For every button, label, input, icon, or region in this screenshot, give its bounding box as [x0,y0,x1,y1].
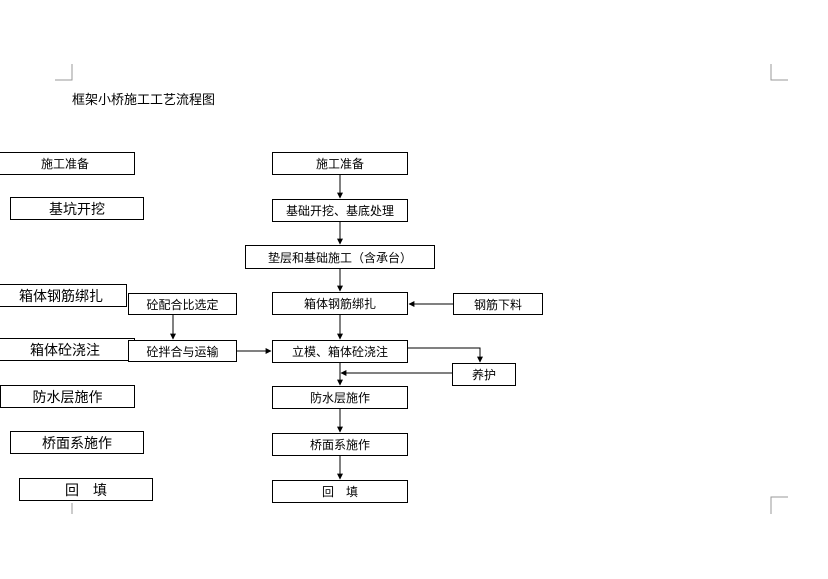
left-step-backfill: 回 填 [19,478,153,501]
main-step-backfill: 回 填 [272,480,408,503]
main-step-foundation-excavation: 基础开挖、基底处理 [272,199,408,222]
main-step-waterproof: 防水层施作 [272,386,408,409]
arrow-concrete-to-curing [408,347,483,363]
left-step-preparation: 施工准备 [0,152,135,175]
main-step-deck: 桥面系施作 [272,433,408,456]
left-step-rebar: 箱体钢筋绑扎 [0,284,127,307]
main-step-preparation: 施工准备 [272,152,408,175]
left-step-excavation: 基坑开挖 [10,197,144,220]
rebar-cutting-box: 钢筋下料 [453,293,543,315]
left-step-deck: 桥面系施作 [10,431,144,454]
concrete-ratio-box: 砼配合比选定 [128,293,237,315]
concrete-mix-transport-box: 砼拌合与运输 [128,340,237,362]
main-step-cushion-foundation: 垫层和基础施工（含承台） [245,245,435,269]
left-step-concrete: 箱体砼浇注 [0,338,135,361]
page-title: 框架小桥施工工艺流程图 [72,93,216,108]
curing-box: 养护 [452,363,516,386]
main-step-formwork-concrete: 立模、箱体砼浇注 [272,340,408,363]
left-step-waterproof: 防水层施作 [0,385,135,408]
main-step-box-rebar: 箱体钢筋绑扎 [272,292,408,315]
